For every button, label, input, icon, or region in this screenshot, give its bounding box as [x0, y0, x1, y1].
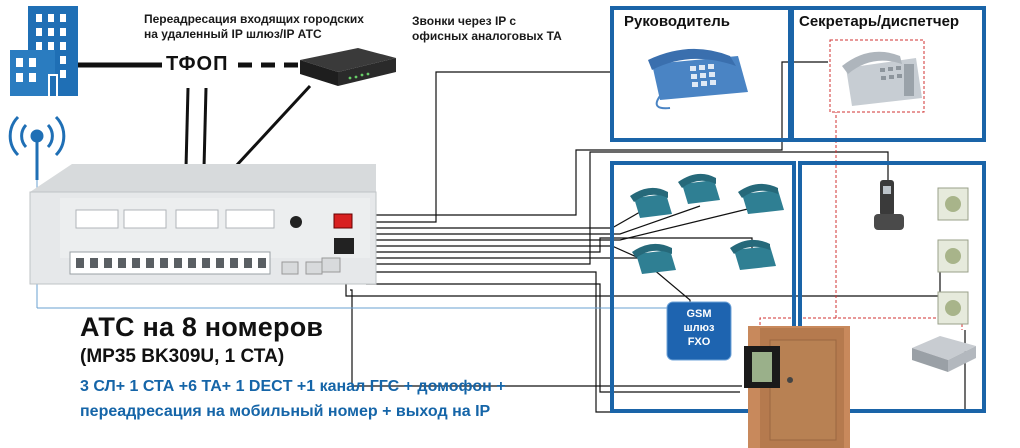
office-phone-icon-3	[738, 183, 784, 214]
secretary-room-label: Секретарь/диспетчер	[799, 13, 960, 30]
dect-phone-icon	[874, 180, 904, 230]
head-room-label: Руководитель	[624, 13, 730, 30]
speaker-icon-3	[937, 291, 969, 325]
secretary-phone-icon	[829, 39, 925, 113]
gsm-gateway-box	[666, 301, 732, 361]
features-line-2: переадресация на мобильный номер + выход…	[80, 403, 491, 420]
pbx-unit	[29, 164, 377, 285]
redirect-label: Переадресация входящих городских на удал…	[144, 12, 364, 41]
speaker-icon-2	[937, 239, 969, 273]
room-frames	[610, 6, 986, 413]
features-line-1: 3 СЛ+ 1 СТА +6 ТА+ 1 DECT +1 канал ГГС +…	[80, 378, 506, 395]
office-phone-icon-5	[730, 239, 776, 270]
office-building-icon	[10, 6, 78, 96]
office-phone-icon-1	[630, 187, 672, 218]
ip-calls-label: Звонки через IP с офисных аналоговых ТА	[412, 14, 562, 43]
dect-antenna-icon	[8, 115, 66, 180]
office-phone-icon-2	[678, 173, 720, 204]
office-phone-icon-4	[632, 243, 676, 274]
pstn-label: ТФОП	[166, 53, 229, 75]
ip-gateway-device	[300, 48, 396, 86]
gsm-gateway-label: GSM шлюз FXO	[683, 308, 715, 348]
head-phone-icon	[648, 48, 748, 110]
amplifier-device-icon	[912, 336, 976, 372]
door-intercom	[744, 326, 850, 448]
speaker-icon-1	[937, 187, 969, 221]
intercom-lines	[759, 110, 963, 330]
loudspeaker-icons	[937, 187, 969, 325]
office-phones-room	[610, 161, 796, 413]
pbx-model: (MP35 BK309U, 1 СТА)	[80, 346, 285, 367]
dect-room	[798, 161, 986, 413]
office-phones	[630, 173, 784, 274]
secretary-room	[790, 6, 986, 142]
pbx-title: АТС на 8 номеров	[80, 312, 324, 342]
